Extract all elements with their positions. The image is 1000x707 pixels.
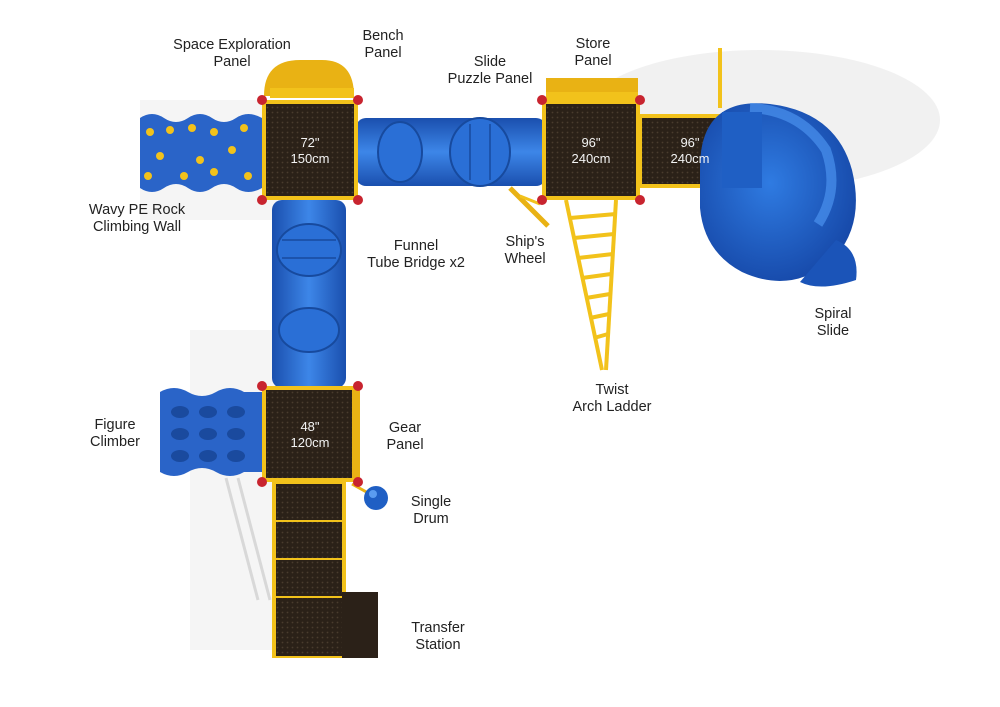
funnel-tube-bridge-horizontal xyxy=(356,117,546,187)
space-exploration-panel xyxy=(264,60,354,98)
label-spiral-slide: Spiral Slide xyxy=(814,306,852,339)
label-space-exploration-panel: Space Exploration Panel xyxy=(173,37,291,70)
gear-panel xyxy=(352,390,360,478)
figure-climber xyxy=(160,388,262,476)
deck-48 xyxy=(262,386,358,482)
deck-96-right-cm: 240cm xyxy=(670,151,710,166)
deck-96-right-label: 96" 240cm xyxy=(670,135,709,167)
label-single-drum: Single Drum xyxy=(410,494,452,527)
label-slide-puzzle-panel: Slide Puzzle Panel xyxy=(447,54,533,87)
deck-48-cm: 120cm xyxy=(290,435,330,450)
figure-climber-ladder xyxy=(224,477,272,601)
deck-96-right-inches: 96" xyxy=(680,135,700,150)
label-bench-panel: Bench Panel xyxy=(362,28,404,61)
ships-wheel xyxy=(508,186,550,228)
twist-arch-ladder xyxy=(564,199,618,371)
deck-48-inches: 48" xyxy=(300,419,320,434)
deck-48-label: 48" 120cm xyxy=(290,419,329,451)
label-twist-arch-ladder: Twist Arch Ladder xyxy=(572,382,652,415)
label-figure-climber: Figure Climber xyxy=(90,417,140,450)
deck-96-left-inches: 96" xyxy=(581,135,601,150)
funnel-tube-bridge-vertical xyxy=(272,200,346,388)
transfer-station xyxy=(272,482,378,658)
deck-72-cm: 150cm xyxy=(290,151,330,166)
store-panel xyxy=(546,78,638,100)
rock-climbing-wall xyxy=(140,114,262,192)
deck-96-left-label: 96" 240cm xyxy=(571,135,610,167)
deck-72-inches: 72" xyxy=(300,135,320,150)
spiral-slide xyxy=(700,48,857,287)
label-store-panel: Store Panel xyxy=(574,36,612,69)
deck-72-label: 72" 150cm xyxy=(290,135,329,167)
deck-96-left-cm: 240cm xyxy=(571,151,611,166)
label-funnel-tube-bridge: Funnel Tube Bridge x2 xyxy=(367,238,465,271)
single-drum xyxy=(351,482,388,510)
label-ships-wheel: Ship's Wheel xyxy=(504,234,546,267)
label-gear-panel: Gear Panel xyxy=(386,420,424,453)
deck-posts xyxy=(257,95,645,487)
deck-72 xyxy=(262,100,358,200)
label-transfer-station: Transfer Station xyxy=(411,620,465,653)
deck-96-left xyxy=(542,100,640,200)
label-rock-climbing-wall: Wavy PE Rock Climbing Wall xyxy=(88,202,186,235)
